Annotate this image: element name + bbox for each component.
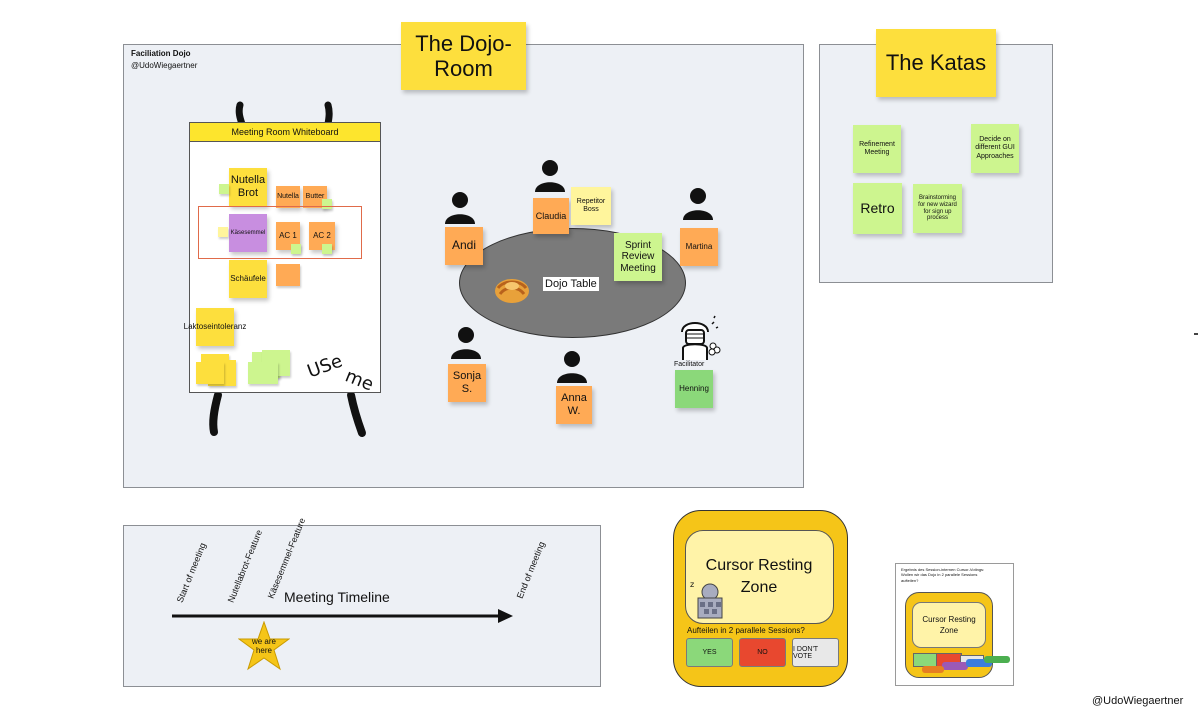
vote-no-button[interactable]: NO: [739, 638, 786, 667]
participant-andi[interactable]: Andi: [445, 227, 483, 265]
star-icon: [238, 621, 290, 671]
vote-dont-vote-button[interactable]: I DON'T VOTE: [792, 638, 839, 667]
cursor-zone-question: Aufteilen in 2 parallele Sessions?: [687, 626, 805, 635]
timeline-title: Meeting Timeline: [284, 589, 390, 605]
whiteboard-title: Meeting Room Whiteboard: [189, 122, 381, 142]
kata-retro[interactable]: Retro: [853, 183, 902, 234]
result-caption: Ergebnis des Session-internen Cursor-Vot…: [901, 567, 985, 583]
beekeeper-icon: [681, 315, 721, 360]
note-schaufele[interactable]: Schäufele: [229, 260, 267, 298]
mini-cursor-zone-inner: [912, 602, 986, 648]
svg-text:z: z: [690, 580, 694, 589]
note-butter[interactable]: Butter: [303, 186, 327, 208]
kasesemmel-frame[interactable]: [198, 206, 362, 259]
note-nutella[interactable]: Nutella: [276, 186, 300, 208]
note-sprint-review[interactable]: Sprint Review Meeting: [614, 233, 662, 281]
person-icon: [683, 188, 713, 220]
note-laktose[interactable]: Laktoseintoleranz: [184, 308, 246, 346]
dojo-table-label: Dojo Table: [543, 277, 599, 291]
facilitator-label: Facilitator: [674, 361, 705, 368]
sticky-blank[interactable]: [276, 264, 300, 286]
person-icon: [557, 351, 587, 383]
person-icon: [535, 160, 565, 192]
note-kasesemmel[interactable]: Käsesemmel: [229, 214, 267, 252]
sticky-dot[interactable]: [291, 244, 301, 254]
sticky-dot[interactable]: [322, 244, 332, 254]
kata-decide[interactable]: Decide on different GUI Approaches: [971, 124, 1019, 173]
participant-claudia[interactable]: Claudia: [533, 198, 569, 234]
note-nutella-brot[interactable]: Nutella Brot: [229, 168, 267, 206]
vote-yes-button[interactable]: YES: [686, 638, 733, 667]
board-title: Faciliation Dojo: [131, 49, 191, 58]
board-author: @UdoWiegaertner: [131, 61, 198, 70]
sticky-dot[interactable]: [218, 227, 228, 237]
footer-handle: @UdoWiegaertner: [1092, 695, 1184, 707]
dojo-room-heading[interactable]: The Dojo-Room: [401, 22, 526, 90]
participant-henning[interactable]: Henning: [675, 370, 713, 408]
note-repetitor-boss[interactable]: Repetitor Boss: [571, 187, 611, 225]
mini-cursor-zone-title: Cursor Resting Zone: [922, 615, 976, 636]
participant-anna[interactable]: Anna W.: [556, 386, 592, 424]
whiteboard[interactable]: [189, 122, 381, 393]
sleeping-cursor-icon: z: [690, 580, 723, 619]
cursor-zone-title: Cursor Resting Zone: [705, 557, 813, 597]
katas-heading[interactable]: The Katas: [876, 29, 996, 97]
sticky-stack[interactable]: [248, 362, 278, 384]
person-icon: [445, 192, 475, 224]
mini-vote-cluster: [912, 650, 1010, 676]
croissant-icon: [495, 279, 529, 303]
participant-sonja[interactable]: Sonja S.: [448, 364, 486, 402]
timeline-frame[interactable]: [123, 525, 601, 687]
person-icon: [451, 327, 481, 359]
kata-brainstorming[interactable]: Brainstorming for new wizard for sign up…: [913, 184, 962, 233]
sticky-dot[interactable]: [219, 184, 229, 194]
we-are-here-label: we are here: [251, 637, 276, 655]
edge-mark: [1194, 333, 1198, 335]
sticky-dot[interactable]: [322, 199, 332, 209]
participant-martina[interactable]: Martina: [680, 228, 718, 266]
kata-refinement[interactable]: Refinement Meeting: [853, 125, 901, 173]
sticky-stack[interactable]: [196, 362, 224, 384]
arrow-icon: [172, 609, 513, 623]
